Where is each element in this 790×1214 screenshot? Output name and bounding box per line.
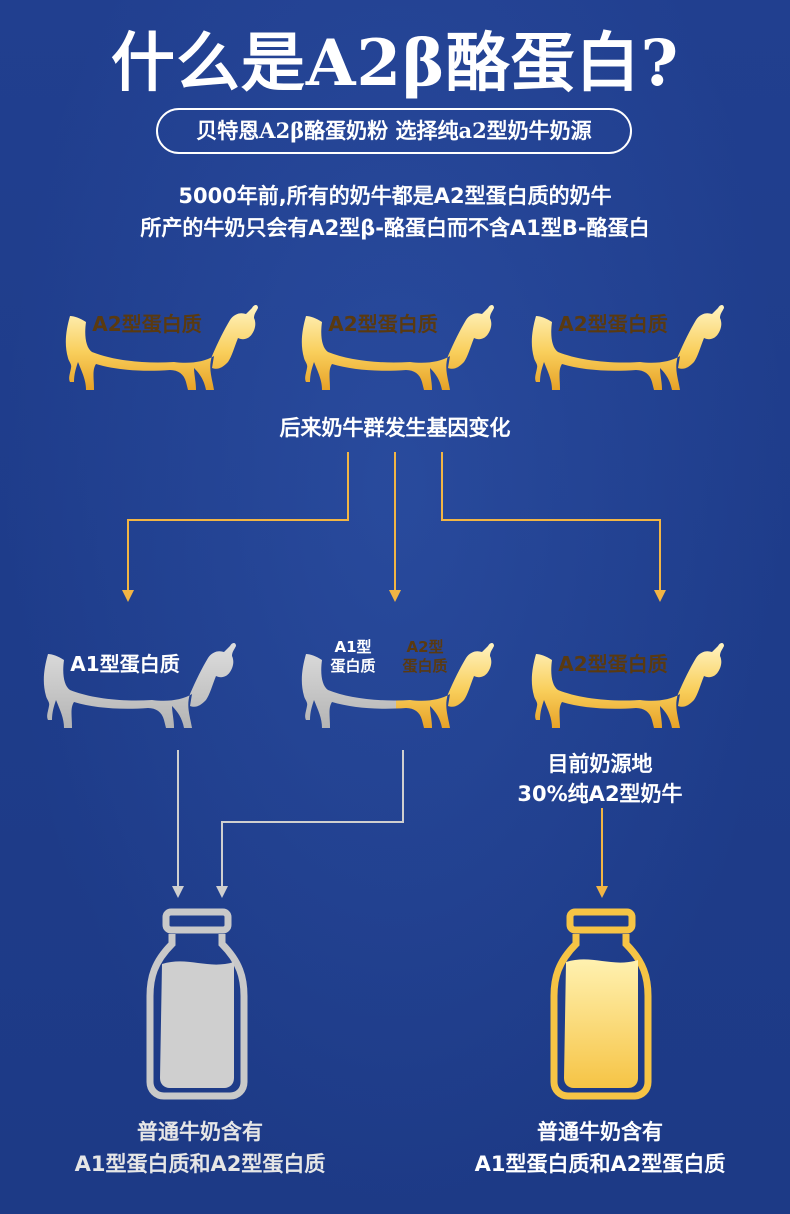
- top-cow-1-label: A2型蛋白质: [92, 312, 202, 336]
- mixed-right-line-2: 蛋白质: [402, 657, 448, 675]
- intro-line-2: 所产的牛奶只会有A2型β-酪蛋白而不含A1型B-酪蛋白: [140, 216, 650, 240]
- mixed-left-line-2: 蛋白质: [330, 657, 376, 675]
- intro-line-1: 5000年前,所有的奶牛都是A2型蛋白质的奶牛: [178, 184, 612, 208]
- right-bottle-caption-2: A1型蛋白质和A2型蛋白质: [474, 1152, 726, 1176]
- right-bottle-caption-1: 普通牛奶含有: [537, 1120, 663, 1144]
- source-note-line-1: 目前奶源地: [547, 752, 653, 776]
- arrow-to-a1: [127, 452, 349, 592]
- mixed-cow-right-label: A2型 蛋白质: [390, 638, 460, 676]
- left-bottle-caption-2: A1型蛋白质和A2型蛋白质: [74, 1152, 326, 1176]
- right-bottle-icon: [550, 908, 652, 1100]
- left-bottle-caption-1: 普通牛奶含有: [137, 1120, 263, 1144]
- source-note-line-2: 30%纯A2型奶牛: [517, 782, 683, 806]
- top-cow-2-label: A2型蛋白质: [328, 312, 438, 336]
- mixed-right-line-1: A2型: [406, 638, 444, 656]
- top-cow-3-label: A2型蛋白质: [558, 312, 668, 336]
- arrow-to-a2: [441, 452, 661, 592]
- middle-cow-a1-label: A1型蛋白质: [70, 652, 180, 676]
- page-title: 什么是A2β酪蛋白?: [110, 26, 680, 101]
- left-bottle-icon: [146, 908, 248, 1100]
- arrow-mixed-to-left-bottle: [221, 750, 404, 888]
- mixed-left-line-1: A1型: [334, 638, 372, 656]
- mixed-cow-left-label: A1型 蛋白质: [318, 638, 388, 676]
- middle-cow-a2-label: A2型蛋白质: [558, 652, 668, 676]
- mutation-label: 后来奶牛群发生基因变化: [279, 416, 511, 440]
- subtitle-pill: 贝特恩A2β酪蛋奶粉 选择纯a2型奶牛奶源: [156, 108, 632, 154]
